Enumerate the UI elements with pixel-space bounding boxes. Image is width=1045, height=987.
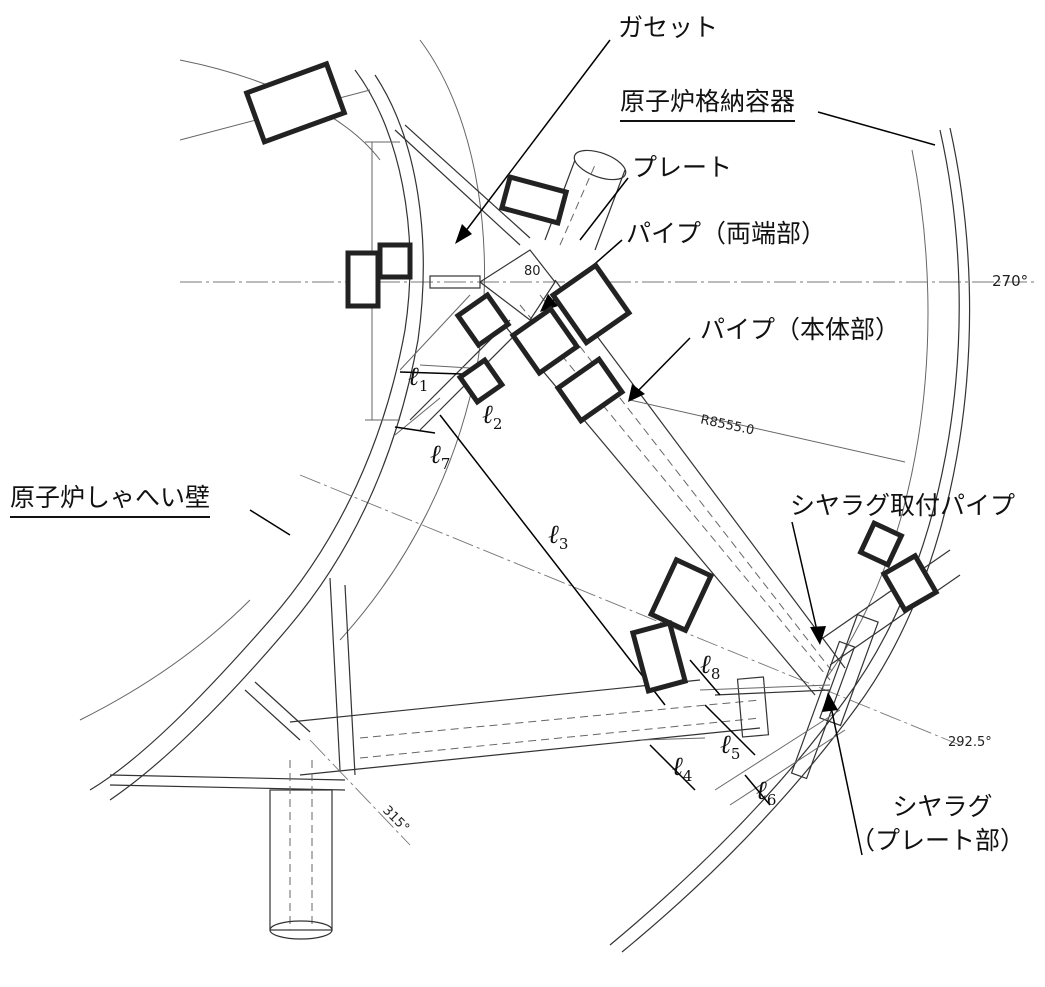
dim-80-label: 80 (524, 264, 541, 279)
shear-lug-pipe-edge-1 (819, 549, 951, 641)
left-lower-beam-1 (109, 784, 346, 791)
containment-wall-inner (621, 127, 971, 953)
main-pipe-edge-2 (554, 279, 846, 669)
redaction-box (509, 305, 581, 377)
label-plate: プレート (632, 153, 733, 182)
redaction-box (629, 620, 689, 694)
dim-label-l5: ℓ5 (720, 730, 741, 764)
dim-label-l4: ℓ4 (672, 752, 693, 786)
angle-270: 270° (992, 272, 1029, 290)
dim-label-l6: ℓ6 (756, 776, 777, 810)
bottom-pipe-edge-2 (299, 727, 761, 776)
dim-l1-l2-line (399, 371, 463, 375)
redaction-box (880, 552, 940, 614)
gusset-strut-edge-1 (394, 129, 521, 246)
bottom-pipe-edge-1 (289, 679, 701, 723)
dim-l8-line (689, 659, 721, 696)
gusset-strut-edge-2 (404, 124, 531, 239)
label-gusset: ガセット (618, 13, 719, 42)
label-shear-lug-pipe: シヤラグ取付パイプ (790, 491, 1016, 520)
redaction-box (647, 556, 715, 634)
upper-pipe-end (573, 149, 627, 181)
label-pipe-ends: パイプ（両端部） (626, 219, 827, 248)
dim-label-l8: ℓ8 (700, 650, 721, 684)
label-pipe-body: パイプ（本体部） (700, 315, 901, 344)
redaction-box (498, 173, 570, 227)
shield-wall-arc-1 (89, 69, 411, 791)
leader-pipe-body (634, 337, 691, 395)
dim-l3-line (439, 414, 666, 706)
redaction-box (456, 356, 506, 406)
shield-wall-lower-arc (79, 599, 251, 721)
leader-shear-lug-plate (829, 701, 863, 856)
redaction-box (377, 242, 413, 280)
shield-wall-arc-3 (339, 39, 486, 641)
shear-lug-plate-2 (790, 640, 856, 780)
bottom-pipe-end-cap (736, 676, 770, 738)
left-lower-beam-2 (109, 774, 346, 781)
dim-label-l7: ℓ7 (430, 440, 451, 474)
label-containment-vessel: 原子炉格納容器 (620, 82, 796, 122)
dim-label-l3: ℓ3 (548, 520, 569, 554)
angle-292: 292.5° (948, 735, 992, 750)
dim-l5-line (704, 704, 756, 756)
vertical-pipe-end (269, 920, 333, 940)
leader-shear-lug-pipe (791, 521, 819, 636)
redaction-box (345, 250, 381, 309)
label-plate-part: （プレート部） (850, 826, 1026, 855)
leader-gusset (464, 39, 611, 233)
upper-node-plate (429, 275, 481, 289)
containment-wall-outer (609, 129, 960, 946)
label-shear-lug: シヤラグ (892, 792, 993, 821)
label-shear-lug-plate-part: シヤラグ （プレート部） (850, 790, 1025, 858)
redaction-box (549, 261, 633, 347)
vertical-pipe-body (269, 789, 333, 931)
shield-wall-arc-2 (109, 74, 424, 801)
centerline-315 (309, 739, 411, 846)
leader-shield-wall (249, 509, 291, 536)
dim-l6-line (744, 774, 771, 806)
radius-dimension-line (629, 399, 906, 463)
redaction-box (243, 60, 348, 146)
shear-lug-pipe-edge-2 (829, 574, 961, 666)
redaction-box (454, 291, 512, 349)
redaction-box (554, 355, 626, 425)
dim-label-l1: ℓ1 (408, 362, 429, 396)
redaction-box (857, 519, 905, 569)
leader-plate (579, 177, 629, 241)
left-node-strut-2 (329, 577, 341, 771)
leader-containment (817, 111, 936, 146)
main-pipe-edge-1 (499, 319, 816, 696)
left-node-strut-1 (344, 584, 356, 776)
upper-node-gusset (478, 249, 556, 321)
dim-l4-line (649, 744, 696, 791)
dim-label-l2: ℓ2 (482, 400, 503, 434)
shear-lug-plate (819, 613, 879, 727)
dim-l7-line (394, 426, 436, 434)
containment-reference-arc (824, 149, 929, 681)
label-shield-wall: 原子炉しゃへい壁 (10, 478, 211, 518)
